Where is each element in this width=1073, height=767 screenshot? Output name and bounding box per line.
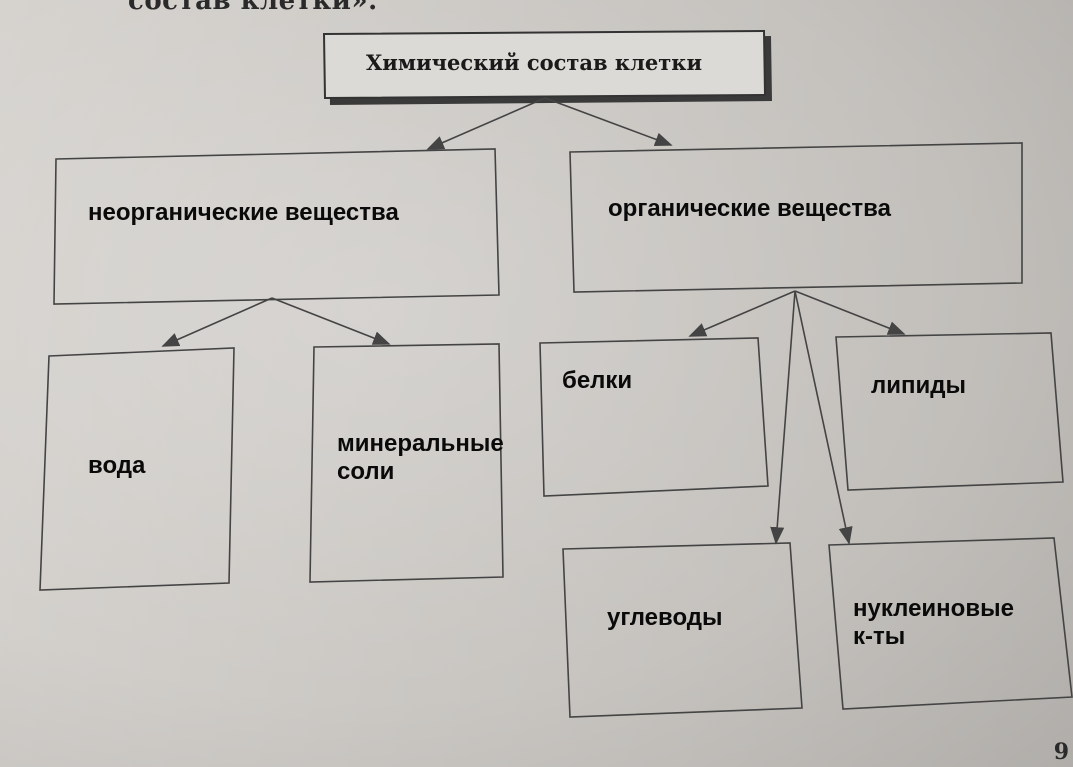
arrow-root-to-organic	[544, 97, 673, 147]
inorganic-box	[53, 148, 500, 305]
proteins-box	[539, 337, 769, 497]
nucleic-label: нуклеиновые к-ты	[853, 595, 1014, 650]
header-fragment: состав клетки».	[128, 0, 378, 16]
arrow-inorganic-to-salts	[271, 297, 391, 345]
water-label: вода	[88, 452, 146, 479]
arrow-organic-to-proteins	[688, 290, 796, 337]
lipids-box	[835, 332, 1064, 491]
salts-label: минеральные соли	[337, 430, 504, 485]
arrow-organic-to-carbs	[770, 290, 796, 545]
arrow-organic-to-nucleic	[794, 290, 853, 545]
inorganic-label: неорганические вещества	[88, 199, 399, 226]
carbs-box	[562, 542, 803, 718]
root-label: Химический состав клетки	[366, 50, 703, 75]
lipids-label: липиды	[871, 372, 966, 399]
organic-box	[569, 142, 1023, 293]
organic-label: органические вещества	[608, 195, 891, 222]
arrow-root-to-inorganic	[426, 97, 546, 150]
page-number: 9	[1053, 739, 1069, 765]
arrow-inorganic-to-water	[161, 297, 273, 347]
proteins-label: белки	[562, 367, 633, 394]
water-box	[39, 347, 235, 591]
root-box	[322, 29, 767, 100]
arrow-organic-to-lipids	[794, 290, 906, 335]
nucleic-box	[828, 537, 1073, 710]
carbs-label: углеводы	[607, 604, 723, 631]
salts-box	[309, 343, 504, 583]
